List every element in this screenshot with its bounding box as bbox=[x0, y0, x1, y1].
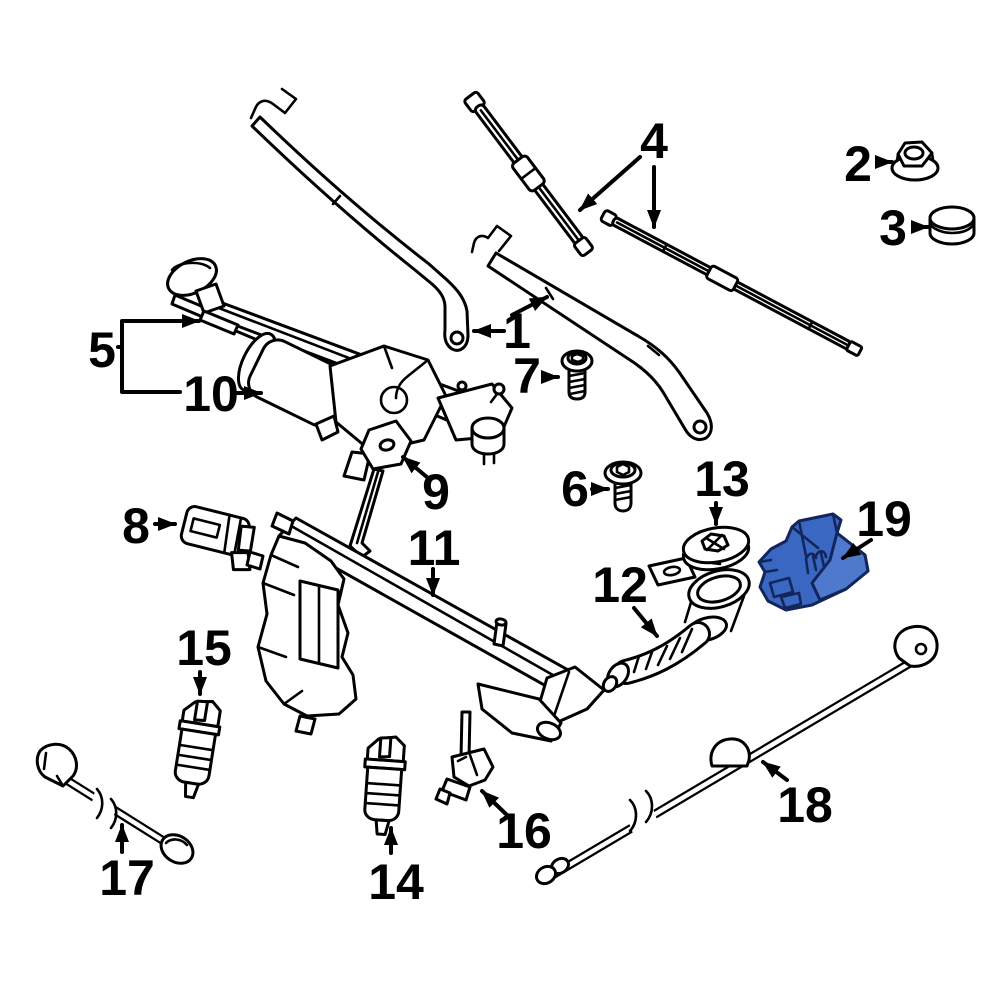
callout-label-5: 5 bbox=[88, 322, 116, 378]
callout-15: 15 bbox=[176, 620, 232, 696]
callout-16: 16 bbox=[480, 789, 552, 859]
bracket-9 bbox=[348, 419, 413, 559]
callout-label-12: 12 bbox=[592, 557, 648, 613]
callout-label-10: 10 bbox=[183, 366, 239, 422]
callout-1: 1 bbox=[472, 295, 549, 359]
callout-8: 8 bbox=[122, 498, 177, 554]
callout-label-4: 4 bbox=[640, 113, 668, 169]
reservoir-cap bbox=[681, 525, 751, 572]
callout-19: 19 bbox=[841, 491, 912, 560]
washer-pump-14 bbox=[363, 735, 407, 837]
callout-label-19: 19 bbox=[856, 491, 912, 547]
screw-7 bbox=[560, 349, 594, 401]
wiper-linkage-assembly bbox=[166, 257, 514, 482]
washer-hose-17 bbox=[35, 742, 195, 865]
callout-5: 5 bbox=[88, 314, 201, 394]
washer-pump-15 bbox=[173, 699, 222, 800]
callout-label-11: 11 bbox=[408, 520, 461, 576]
callout-label-9: 9 bbox=[422, 464, 450, 520]
callout-label-3: 3 bbox=[879, 200, 907, 256]
wiper-blade-left bbox=[463, 90, 594, 258]
cover-cap bbox=[928, 205, 976, 246]
callout-9: 9 bbox=[401, 455, 450, 520]
callout-label-16: 16 bbox=[496, 803, 552, 859]
callout-14: 14 bbox=[368, 826, 424, 910]
level-sensor bbox=[434, 710, 495, 806]
callout-label-2: 2 bbox=[844, 136, 872, 192]
screw-6 bbox=[603, 460, 643, 513]
callout-label-18: 18 bbox=[777, 777, 833, 833]
callout-label-6: 6 bbox=[561, 461, 589, 517]
callout-label-15: 15 bbox=[176, 620, 232, 676]
callout-10: 10 bbox=[183, 366, 263, 422]
filler-neck bbox=[601, 556, 751, 693]
washer-reservoir bbox=[245, 511, 606, 743]
callout-label-14: 14 bbox=[368, 854, 424, 910]
wiper-motor bbox=[236, 331, 448, 482]
callout-3: 3 bbox=[879, 200, 930, 256]
callout-13: 13 bbox=[694, 451, 750, 526]
callout-label-7: 7 bbox=[513, 348, 541, 404]
bracket-19-highlighted bbox=[757, 512, 870, 612]
callout-6: 6 bbox=[561, 461, 610, 517]
callout-18: 18 bbox=[761, 760, 833, 833]
wiper-blade-right bbox=[599, 209, 864, 357]
callout-label-8: 8 bbox=[122, 498, 150, 554]
callout-12: 12 bbox=[592, 557, 659, 638]
spindle-nut bbox=[890, 140, 940, 182]
clip-8 bbox=[179, 505, 256, 572]
callout-7: 7 bbox=[513, 348, 560, 404]
callout-2: 2 bbox=[844, 136, 894, 192]
nozzle-hose-18 bbox=[534, 624, 939, 886]
wiper-arm-left bbox=[249, 87, 470, 352]
callout-label-1: 1 bbox=[503, 303, 531, 359]
callout-label-17: 17 bbox=[99, 850, 155, 906]
callout-4: 4 bbox=[578, 113, 668, 229]
callout-label-13: 13 bbox=[694, 451, 750, 507]
callout-11: 11 bbox=[408, 520, 461, 597]
callouts: 1 2 3 4 5 6 7 8 bbox=[88, 113, 930, 910]
callout-17: 17 bbox=[99, 823, 155, 906]
